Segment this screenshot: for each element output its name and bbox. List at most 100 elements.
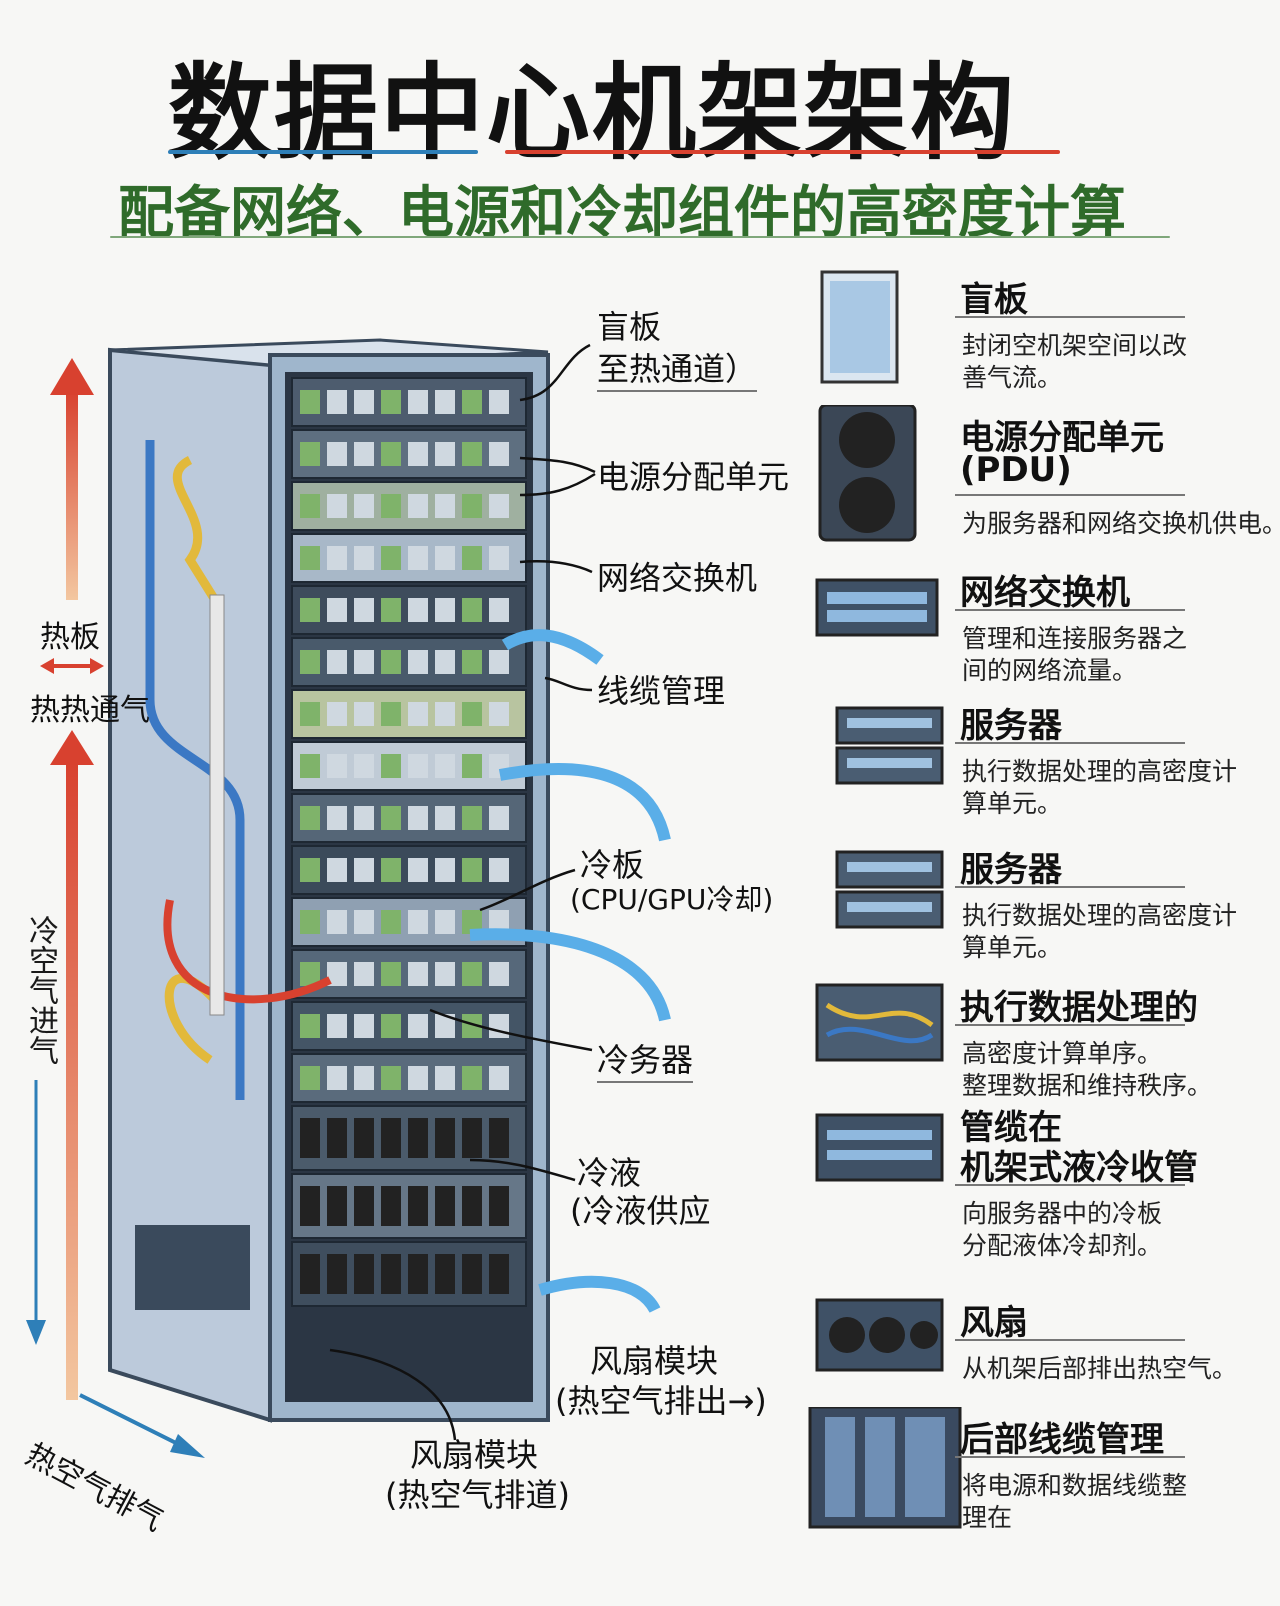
cool-air-arrow-1	[501, 629, 604, 665]
port-group	[408, 598, 428, 622]
port-group	[462, 702, 482, 726]
fan-grill	[381, 1118, 401, 1158]
port-group	[462, 442, 482, 466]
port-group	[462, 650, 482, 674]
leader-coolant	[469, 1158, 576, 1182]
legend-description: 执行数据处理的高密度计	[962, 757, 1238, 786]
port-group	[408, 858, 428, 882]
legend-divider	[955, 742, 1185, 744]
port-group	[489, 806, 509, 830]
port-group	[381, 1014, 401, 1038]
legend-description: 间的网络流量。	[962, 656, 1138, 685]
legend-title: 服务器	[960, 850, 1062, 890]
callout-cable-mgmt: 线缆管理	[597, 672, 726, 710]
title-underline-red	[505, 150, 1060, 154]
port-group	[354, 1066, 374, 1090]
port-group	[489, 1014, 509, 1038]
port-group	[300, 754, 320, 778]
fan-grill	[489, 1254, 509, 1294]
port-group	[435, 858, 455, 882]
port-group	[381, 858, 401, 882]
port-group	[462, 1014, 482, 1038]
legend-divider	[955, 1184, 1185, 1186]
legend-description: 算单元。	[962, 789, 1063, 818]
subtitle-underline	[110, 236, 1170, 238]
server-icon	[812, 837, 972, 981]
port-group	[489, 962, 509, 986]
legend-description: 整理数据和维持秩序。	[962, 1071, 1213, 1100]
port-group	[327, 702, 347, 726]
port-group	[489, 1066, 509, 1090]
legend-description: 理在	[962, 1503, 1013, 1532]
hot-air-arrow-top-head	[50, 358, 94, 395]
port-group	[381, 442, 401, 466]
callout-cold-plate: 冷板	[580, 846, 645, 884]
legend-divider	[955, 1339, 1185, 1341]
fan-grill	[381, 1186, 401, 1226]
port-group	[489, 702, 509, 726]
port-group	[300, 1014, 320, 1038]
port-group	[381, 546, 401, 570]
fan-grill	[327, 1186, 347, 1226]
port-group	[489, 494, 509, 518]
title-underline-blue	[168, 150, 478, 154]
port-group	[435, 962, 455, 986]
legend-description: 高密度计算单序。	[962, 1039, 1163, 1068]
legend-description: 从机架后部排出热空气。	[962, 1354, 1238, 1383]
port-group	[408, 806, 428, 830]
port-group	[300, 858, 320, 882]
fan-grill	[408, 1186, 428, 1226]
legend-title: 服务器	[960, 706, 1062, 746]
legend-divider	[955, 1024, 1185, 1026]
port-group	[300, 390, 320, 414]
port-group	[300, 806, 320, 830]
legend-divider	[955, 1456, 1185, 1458]
port-group	[327, 442, 347, 466]
port-group	[327, 546, 347, 570]
port-group	[489, 910, 509, 934]
port-group	[489, 390, 509, 414]
server-icon	[812, 693, 972, 837]
legend-title: 后部线缆管理	[960, 1420, 1164, 1460]
port-group	[327, 650, 347, 674]
network-switch-icon	[812, 560, 972, 704]
port-group	[462, 494, 482, 518]
port-group	[408, 390, 428, 414]
legend-description: 为服务器和网络交换机供电。	[962, 509, 1280, 538]
legend-description: 执行数据处理的高密度计	[962, 901, 1238, 930]
legend-title: 电源分配单元	[960, 418, 1164, 458]
coolant-pipe-blue	[145, 440, 245, 1100]
port-group	[408, 702, 428, 726]
callout-coolant: 冷液	[577, 1154, 642, 1192]
port-group	[408, 1014, 428, 1038]
port-group	[462, 546, 482, 570]
callout-server: 冷务器	[597, 1035, 694, 1083]
fan-grill	[408, 1254, 428, 1294]
port-group	[354, 442, 374, 466]
port-group	[354, 962, 374, 986]
label-cold-intake: 冷空气进气	[23, 915, 58, 1065]
port-group	[408, 442, 428, 466]
legend-title: 风扇	[960, 1303, 1028, 1343]
cool-air-arrow-3	[469, 928, 671, 1022]
fan-grill	[300, 1254, 320, 1294]
port-group	[381, 494, 401, 518]
legend-description: 向服务器中的冷板	[962, 1199, 1163, 1228]
fan-grill	[462, 1118, 482, 1158]
fan-grill	[435, 1254, 455, 1294]
leader-blank-panel	[519, 343, 591, 402]
hot-air-arrow-mid	[66, 760, 78, 1400]
legend-title: 网络交换机	[960, 573, 1130, 613]
rack-top	[109, 338, 549, 367]
port-group	[462, 390, 482, 414]
legend-description: 分配液体冷却剂。	[962, 1231, 1163, 1260]
callout-blank-panel: 盲板	[597, 308, 662, 346]
port-group	[300, 1066, 320, 1090]
callout-fan-right: 风扇模块	[590, 1342, 719, 1380]
port-group	[462, 962, 482, 986]
port-group	[300, 494, 320, 518]
fan-grill	[327, 1254, 347, 1294]
callout-coolant-sub: (冷液供应	[570, 1192, 711, 1230]
port-group	[354, 1014, 374, 1038]
